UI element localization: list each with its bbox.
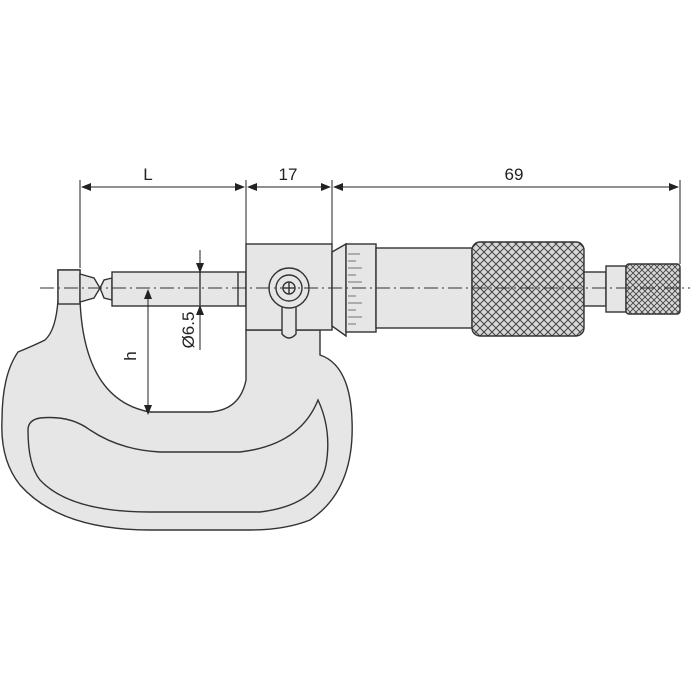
spindle-tip [99,277,113,301]
knurled-thimble [471,241,585,337]
thimble-taper [331,242,347,338]
dimension-label-h: h [121,351,140,360]
dimension-label-diameter: Ø6.5 [179,312,198,349]
graduation-marks [348,253,362,325]
spindle [111,271,247,307]
dimension-label-17: 17 [279,165,298,184]
dimension-label-69: 69 [505,165,524,184]
extension-lines [79,180,681,268]
ratchet-stem [583,271,607,307]
knurled-ratchet [625,263,681,315]
ratchet-collar [605,265,627,313]
micrometer-frame [1,269,353,531]
dimension-label-L: L [143,165,152,184]
frame-inner-panel [27,398,329,513]
lock-lever [281,303,297,339]
anvil [57,269,81,305]
